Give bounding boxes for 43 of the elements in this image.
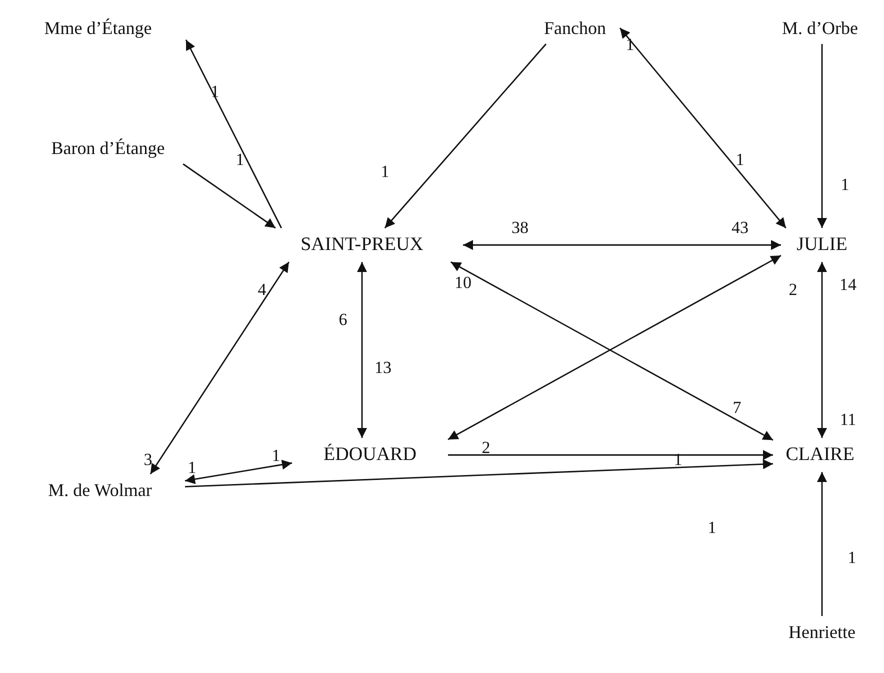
arrow (463, 240, 781, 250)
letter-count: 43 (732, 218, 748, 238)
character-name: M. d’Orbe (782, 18, 858, 38)
arrow (184, 460, 292, 484)
character-name: Baron d’Étange (51, 138, 165, 158)
letter-count: 11 (840, 410, 856, 430)
letter-count: 4 (258, 280, 266, 300)
letter-count: 14 (840, 275, 856, 295)
letter-count: 2 (788, 280, 798, 300)
arrow (817, 262, 827, 438)
arrow (182, 163, 276, 229)
letter-count: 2 (482, 438, 490, 458)
letter-count: 1 (272, 446, 280, 466)
letter-count: 38 (512, 218, 528, 238)
character-name: Mme d’Étange (44, 18, 152, 38)
arrow (817, 472, 827, 616)
arrow (150, 262, 290, 474)
character-name: Fanchon (544, 18, 606, 38)
character-name: CLAIRE (786, 444, 854, 466)
letter-count: 7 (732, 398, 742, 418)
letter-count: 1 (840, 175, 850, 195)
character-name: JULIE (796, 234, 848, 256)
character-name: SAINT-PREUX (300, 234, 424, 256)
letter-count: 1 (188, 458, 196, 478)
arrow (384, 44, 547, 228)
letter-count: 3 (144, 450, 152, 470)
arrow (448, 450, 773, 460)
character-name: Henriette (788, 622, 856, 642)
arrow (184, 459, 774, 488)
letter-count: 1 (848, 548, 856, 568)
arrow (817, 44, 827, 228)
letter-count: 6 (338, 310, 348, 330)
letter-count: 10 (454, 273, 472, 293)
character-name: ÉDOUARD (324, 444, 416, 466)
character-name: M. de Wolmar (48, 480, 152, 500)
arrow (185, 40, 282, 228)
arrow (357, 262, 367, 438)
letter-count: 13 (374, 358, 392, 378)
letter-count: 1 (736, 150, 744, 170)
letter-count: 1 (236, 150, 244, 170)
letter-count: 1 (708, 518, 716, 538)
arrow (619, 28, 786, 228)
letter-count: 1 (380, 162, 390, 182)
